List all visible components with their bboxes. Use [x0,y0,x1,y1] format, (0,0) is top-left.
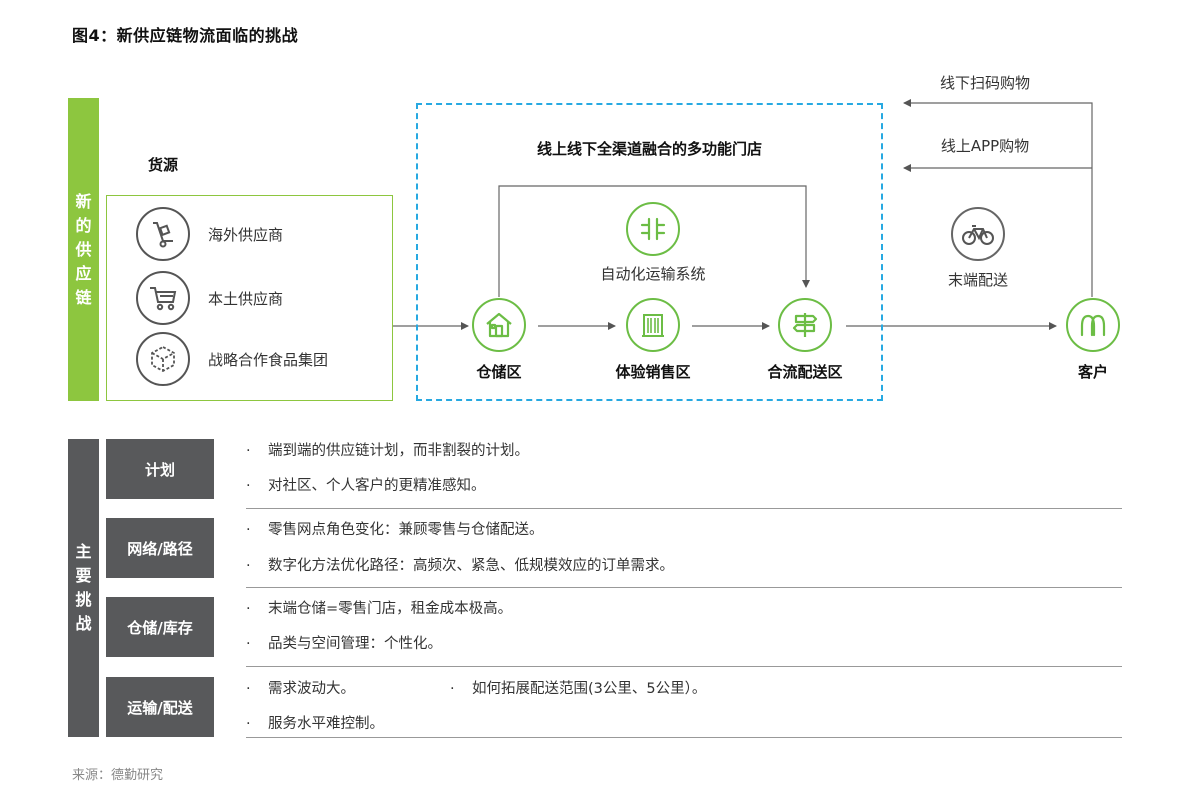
bullet-text: 服务水平难控制。 [268,716,384,732]
source-item-label: 海外供应商 [208,225,284,244]
source-item-domestic: 本土供应商 [136,271,283,325]
bullet-text: 需求波动大。 [268,681,355,697]
challenge-bullet: · 末端仓储=零售门店，租金成本极高。 [246,597,512,618]
challenge-bullet: · 服务水平难控制。 [246,712,384,733]
main-challenges-label: 主要挑战 [75,542,92,633]
bullet-dot: · [246,478,251,494]
source-item-strategic: 战略合作食品集团 [136,332,328,386]
shopping-cart-icon [136,271,190,325]
customer-label: 客户 [1077,363,1108,381]
bullet-text: 零售网点角色变化：兼顾零售与仓储配送。 [268,522,544,538]
bullet-dot: · [246,558,251,574]
bicycle-icon [951,207,1005,261]
house-icon [472,298,526,352]
bullet-dot: · [246,716,251,732]
challenge-bullet: · 需求波动大。 [246,677,355,698]
bullet-text: 品类与空间管理：个性化。 [268,636,442,652]
challenge-category-network: 网络/路径 [106,518,214,578]
arrow-offline-shopping [903,99,1093,297]
bullet-dot: · [246,636,251,652]
conveyor-icon [626,202,680,256]
node-warehouse-label: 仓储区 [476,363,522,381]
figure-title: 图4：新供应链物流面临的挑战 [72,26,299,45]
bullet-text: 如何拓展配送范围(3公里、5公里）。 [472,681,707,697]
challenge-bullet: · 对社区、个人客户的更精准感知。 [246,474,486,495]
hand-truck-icon [136,207,190,261]
offline-shopping-label: 线下扫码购物 [939,74,1030,92]
bullet-dot: · [246,443,251,459]
node-merge-delivery-label: 合流配送区 [767,363,843,381]
challenge-category-plan: 计划 [106,439,214,499]
last-mile-label: 末端配送 [947,271,1008,289]
challenge-category-transport: 运输/配送 [106,677,214,737]
source-item-overseas: 海外供应商 [136,207,283,261]
row-separator [246,587,1122,588]
row-separator [246,666,1122,667]
bullet-dot: · [246,522,251,538]
automation-label: 自动化运输系统 [600,265,706,283]
new-supply-chain-label: 新的供应链 [75,191,92,307]
bullet-text: 数字化方法优化路径：高频次、紧急、低规模效应的订单需求。 [268,558,674,574]
challenge-category-storage: 仓储/库存 [106,597,214,657]
bullet-dot: · [450,681,455,697]
customers-icon [1066,298,1120,352]
sources-box [106,195,393,401]
source-item-label: 本土供应商 [208,289,284,308]
source-footer: 来源：德勤研究 [72,768,164,783]
sources-label: 货源 [148,156,179,174]
source-item-label: 战略合作食品集团 [208,350,329,369]
store-title: 线上线下全渠道融合的多功能门店 [536,140,762,158]
arrow-automation-loop [498,185,810,297]
multi-function-store-box [416,103,883,401]
challenge-bullet: · 品类与空间管理：个性化。 [246,632,442,653]
building-icon [626,298,680,352]
row-separator [246,737,1122,738]
new-supply-chain-bar: 新的供应链 [68,98,99,401]
bullet-text: 端到端的供应链计划，而非割裂的计划。 [268,443,529,459]
bullet-dot: · [246,681,251,697]
main-challenges-bar: 主要挑战 [68,439,99,737]
challenge-bullet: · 数字化方法优化路径：高频次、紧急、低规模效应的订单需求。 [246,554,674,575]
bullet-text: 对社区、个人客户的更精准感知。 [268,478,486,494]
bullet-dot: · [246,601,251,617]
row-separator [246,508,1122,509]
challenge-bullet: · 零售网点角色变化：兼顾零售与仓储配送。 [246,518,544,539]
node-experience-sales-label: 体验销售区 [615,363,691,381]
signpost-icon [778,298,832,352]
challenge-bullet: · 如何拓展配送范围(3公里、5公里）。 [450,677,706,698]
bullet-text: 末端仓储=零售门店，租金成本极高。 [268,601,513,617]
online-shopping-label: 线上APP购物 [940,137,1030,155]
cube-icon [136,332,190,386]
challenge-bullet: · 端到端的供应链计划，而非割裂的计划。 [246,439,529,460]
